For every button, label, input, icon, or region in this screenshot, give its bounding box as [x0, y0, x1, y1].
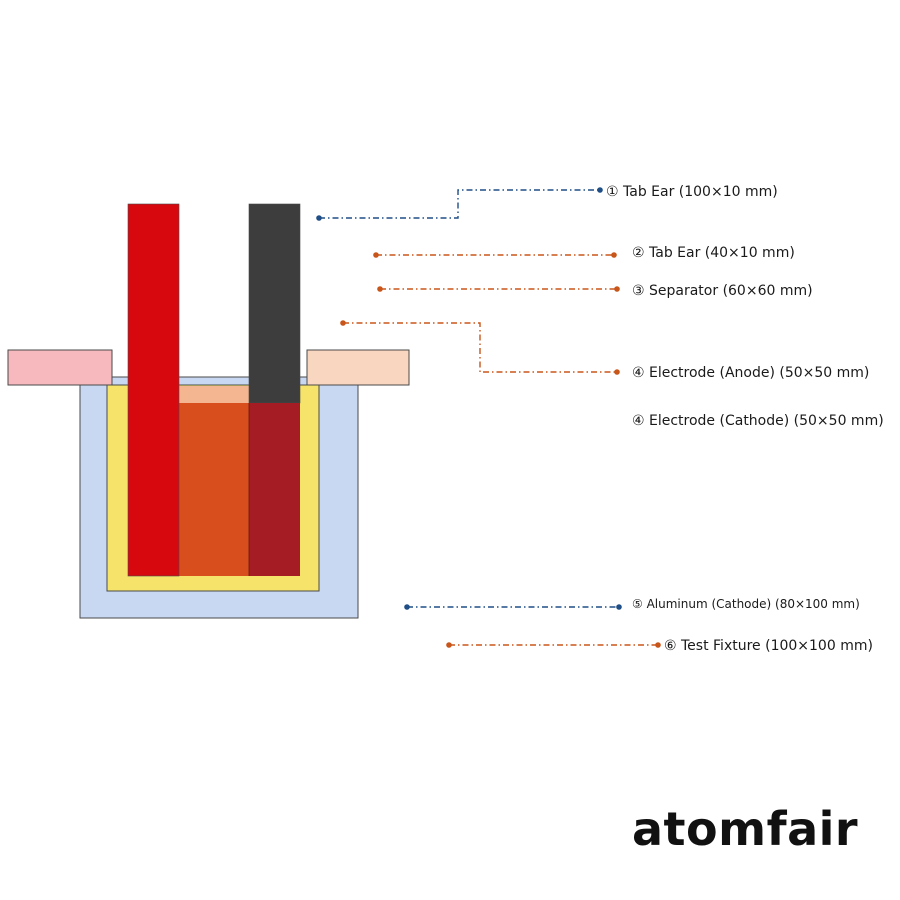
right-clamp — [306, 349, 410, 386]
label-test-fixture: ⑥ Test Fixture (100×100 mm) — [664, 638, 873, 654]
leader-dot — [377, 286, 383, 292]
leader-dot — [614, 286, 620, 292]
label-electrode-cathode: ④ Electrode (Cathode) (50×50 mm) — [632, 413, 884, 429]
label-electrode-anode: ④ Electrode (Anode) (50×50 mm) — [632, 365, 869, 381]
label-separator: ③ Separator (60×60 mm) — [632, 283, 813, 299]
leader-dot — [340, 320, 346, 326]
leader-dot — [655, 642, 661, 648]
leader-line-1 — [319, 189, 600, 219]
label-tab-ear-2: ② Tab Ear (40×10 mm) — [632, 245, 795, 261]
leader-dot — [316, 215, 322, 221]
tab-ear-dark — [248, 203, 301, 404]
label-aluminum-cathode: ⑤ Aluminum (Cathode) (80×100 mm) — [632, 597, 860, 611]
label-tab-ear-1: ① Tab Ear (100×10 mm) — [606, 184, 778, 200]
left-clamp — [7, 349, 113, 386]
leader-dot — [404, 604, 410, 610]
tab-ear-red — [127, 203, 180, 577]
leader-dot — [616, 604, 622, 610]
leader-dot — [597, 187, 603, 193]
leader-dot — [614, 369, 620, 375]
brand-logo: atomfair — [632, 802, 859, 856]
leader-dot — [446, 642, 452, 648]
electrode-overlap — [249, 403, 300, 576]
leader-line-4 — [343, 322, 617, 373]
leader-dot — [611, 252, 617, 258]
leader-dot — [373, 252, 379, 258]
